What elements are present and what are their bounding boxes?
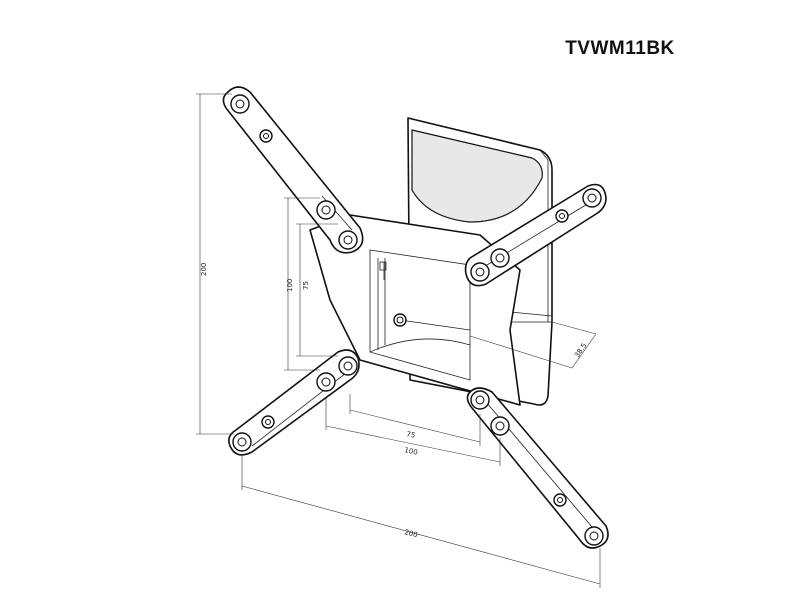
dim-label-depth: 38.5 [573,342,588,359]
dim-label-inner-height-small: 75 [302,281,310,290]
dimension-inner-height-large: 100 [284,197,320,371]
dimension-outer-width: 200 [241,456,601,588]
dim-label-inner-height-large: 100 [286,279,294,292]
vesa-arm-bottom-right [466,387,609,549]
dim-label-inner-width-large: 100 [404,446,419,457]
dim-label-outer-height: 200 [200,263,208,276]
dim-label-inner-width-small: 75 [406,430,416,440]
dimension-outer-height: 200 [196,93,234,435]
dimension-inner-width-large: 100 [325,398,501,466]
dim-label-outer-width: 200 [403,528,418,539]
dimension-inner-width-small: 75 [349,394,481,446]
mounting-holes [230,94,604,546]
dimension-inner-height-small: 75 [296,223,338,357]
model-title: TVWM11BK [565,38,675,59]
